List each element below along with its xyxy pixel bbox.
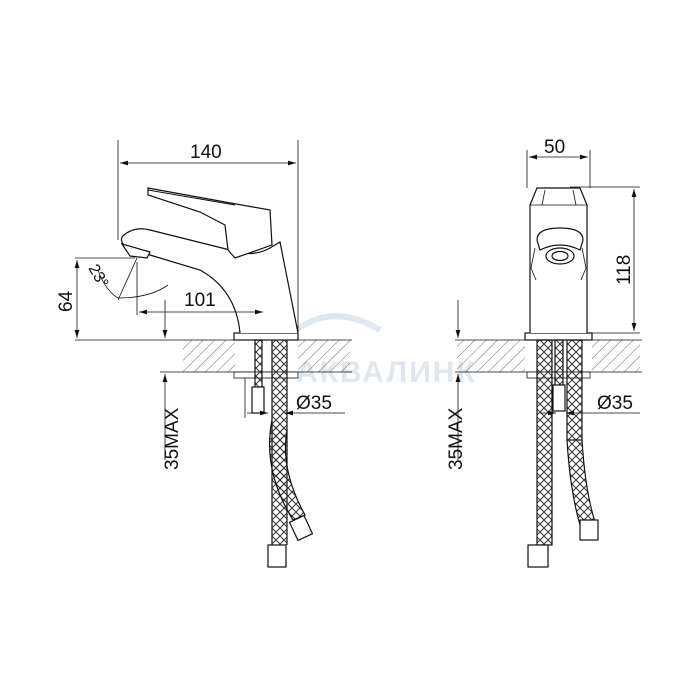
counter-thickness-label: 35MAX (446, 407, 467, 470)
front-view-labels: 50 118 35MAX Ø35 (446, 137, 635, 470)
side-view (74, 140, 352, 568)
countertop-section (457, 340, 525, 372)
hole-diameter-label: Ø35 (597, 393, 633, 414)
front-view (455, 150, 642, 568)
aerator (545, 247, 575, 265)
height-label: 64 (56, 290, 77, 312)
hose-nut (267, 544, 287, 568)
angle-label: 23° (85, 262, 112, 291)
width-label: 140 (190, 142, 222, 163)
hole-diameter-label: Ø35 (296, 393, 332, 414)
lever-handle (147, 187, 273, 259)
counter-thickness-label: 35MAX (162, 407, 183, 470)
base-plate (233, 332, 299, 341)
flex-hose (536, 339, 553, 546)
countertop-section (183, 340, 235, 372)
base-plate (524, 332, 593, 341)
reach-label: 101 (184, 290, 216, 311)
hose-nut (527, 544, 549, 568)
height-label: 118 (614, 255, 635, 285)
side-view-labels: 140 101 64 23° 35MAX Ø35 (56, 142, 332, 470)
width-label: 50 (544, 137, 565, 158)
